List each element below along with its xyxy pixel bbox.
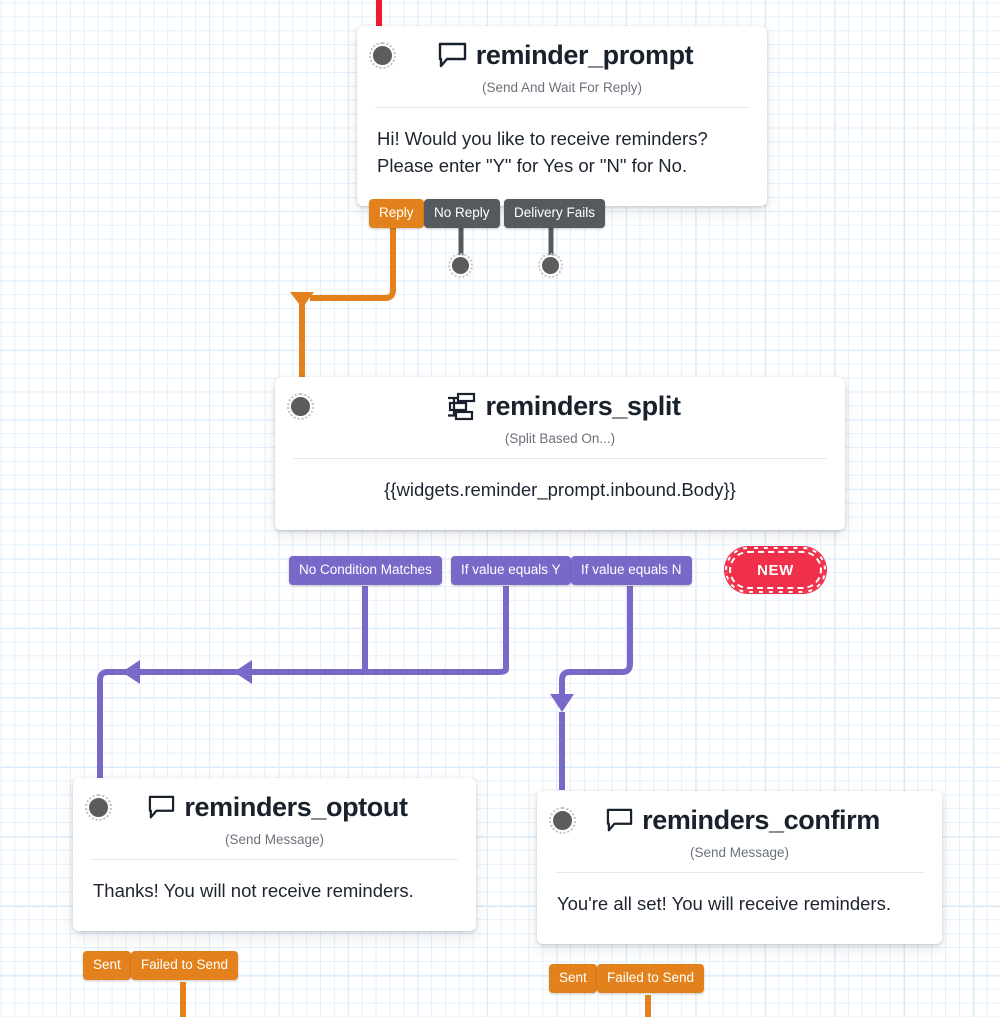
transition-no-condition-matches[interactable]: No Condition Matches: [289, 556, 442, 585]
split-branch-icon: [446, 392, 476, 422]
wire-value-y-to-optout: [250, 586, 509, 675]
transition-if-value-equals-y[interactable]: If value equals Y: [451, 556, 571, 585]
new-badge[interactable]: NEW: [725, 547, 826, 593]
node-body-text: {{widgets.reminder_prompt.inbound.Body}}: [384, 479, 736, 500]
transition-optout-failed-to-send[interactable]: Failed to Send: [131, 951, 239, 980]
endpoint-dot-delivery-fails[interactable]: [538, 253, 563, 278]
node-header: reminders_confirm: [537, 791, 942, 836]
node-body-text: Hi! Would you like to receive reminders?…: [377, 128, 708, 176]
node-body-text: Thanks! You will not receive reminders.: [93, 880, 414, 901]
transition-no-reply[interactable]: No Reply: [424, 199, 500, 228]
node-input-handle[interactable]: [287, 393, 314, 420]
wire-reply-h: [310, 228, 396, 301]
arrow-bus-left-1: [122, 660, 140, 684]
node-subtitle: (Send And Wait For Reply): [481, 80, 643, 95]
node-reminders-optout[interactable]: reminders_optout (Send Message) Thanks! …: [73, 778, 476, 931]
wire-value-n-to-confirm: [559, 586, 633, 700]
divider: [375, 107, 749, 108]
node-title: reminders_optout: [184, 792, 408, 822]
node-header: reminder_prompt: [357, 26, 767, 71]
arrow-into-confirm: [550, 694, 574, 712]
transition-reply[interactable]: Reply: [369, 199, 424, 228]
transition-if-value-equals-n[interactable]: If value equals N: [571, 556, 692, 585]
transition-optout-sent[interactable]: Sent: [83, 951, 131, 980]
divider: [91, 859, 458, 860]
node-input-handle[interactable]: [85, 794, 112, 821]
node-reminder-prompt[interactable]: reminder_prompt (Send And Wait For Reply…: [357, 26, 767, 206]
arrow-bus-left-2: [234, 660, 252, 684]
node-subtitle: (Split Based On...): [504, 431, 616, 446]
node-reminders-confirm[interactable]: reminders_confirm (Send Message) You're …: [537, 791, 942, 944]
node-title: reminders_confirm: [642, 805, 880, 835]
divider: [555, 872, 924, 873]
transition-confirm-failed-to-send[interactable]: Failed to Send: [597, 964, 705, 993]
node-reminders-split[interactable]: reminders_split (Split Based On...) {{wi…: [275, 377, 845, 530]
node-body-text: You're all set! You will receive reminde…: [557, 893, 891, 914]
chat-bubble-icon: [606, 808, 633, 833]
divider: [293, 458, 827, 459]
node-subtitle: (Send Message): [689, 845, 790, 860]
chat-bubble-icon: [148, 795, 175, 820]
node-subtitle: (Send Message): [224, 832, 325, 847]
transition-delivery-fails[interactable]: Delivery Fails: [504, 199, 606, 228]
node-header: reminders_optout: [73, 778, 476, 823]
node-input-handle[interactable]: [369, 42, 396, 69]
transition-confirm-sent[interactable]: Sent: [549, 964, 597, 993]
node-header: reminders_split: [275, 377, 845, 422]
arrow-reply-into-split: [290, 292, 314, 308]
chat-bubble-icon: [438, 42, 467, 69]
wire-no-condition-to-optout: [97, 669, 365, 792]
node-title: reminders_split: [485, 391, 681, 421]
endpoint-dot-no-reply[interactable]: [448, 253, 473, 278]
node-input-handle[interactable]: [549, 807, 576, 834]
node-title: reminder_prompt: [475, 40, 694, 70]
